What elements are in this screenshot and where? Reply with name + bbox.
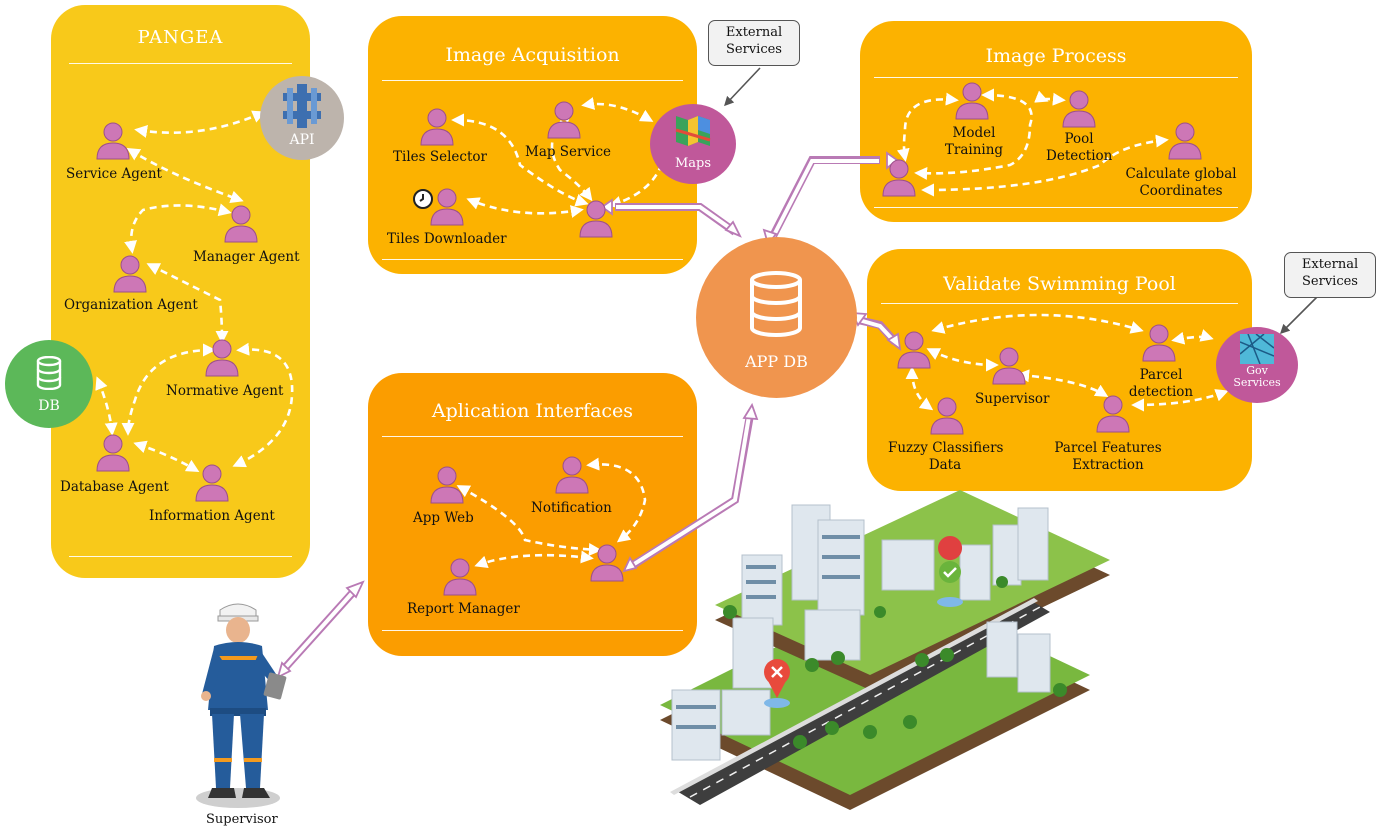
parcel-detection-line1: Parcel	[1139, 367, 1183, 383]
divider	[874, 77, 1238, 78]
agent-icon	[113, 255, 147, 293]
agent-icon	[443, 558, 477, 596]
supervisor-label: Supervisor	[206, 812, 278, 827]
database-icon	[36, 356, 62, 390]
agent-icon	[992, 347, 1026, 385]
agent-icon	[1168, 122, 1202, 160]
pangea-title: PANGEA	[137, 27, 224, 48]
divider	[874, 207, 1238, 208]
fuzzy-line2: Data	[928, 457, 962, 473]
divider	[382, 630, 683, 631]
callout-line2: Services	[1302, 274, 1358, 289]
agent-icon	[1096, 395, 1130, 433]
db-label: DB	[38, 398, 60, 414]
parcel-features-line1: Parcel Features	[1054, 440, 1162, 456]
supervisor-agent-label: Supervisor	[975, 391, 1050, 407]
maps-node: Maps	[650, 104, 736, 184]
divider	[382, 259, 683, 260]
image-process-title: Image Process	[985, 45, 1127, 67]
notification-label: Notification	[531, 500, 612, 516]
parcel-features-line2: Extraction	[1072, 457, 1144, 473]
callout-line1: External	[725, 25, 783, 40]
agent-icon	[547, 101, 581, 139]
clock-icon	[413, 189, 433, 209]
agent-icon	[224, 205, 258, 243]
agent-icon	[205, 339, 239, 377]
normative-agent-label: Normative Agent	[166, 383, 284, 399]
report-manager-label: Report Manager	[407, 601, 520, 617]
agent-icon	[555, 456, 589, 494]
supervisor-figure	[196, 603, 287, 808]
agent-icon	[96, 434, 130, 472]
agent-icon	[430, 188, 464, 226]
agent-icon	[590, 544, 624, 582]
tiles-downloader-label: Tiles Downloader	[387, 231, 507, 247]
map-service-label: Map Service	[525, 144, 611, 160]
parcel-features-label: Parcel Features Extraction	[1050, 440, 1166, 474]
maps-icon	[675, 116, 711, 146]
agent-icon	[897, 331, 931, 369]
app-db-label: APP DB	[745, 352, 808, 371]
agent-icon	[930, 397, 964, 435]
service-agent-label: Service Agent	[66, 166, 162, 182]
manager-agent-label: Manager Agent	[193, 249, 300, 265]
external-services-callout: External Services	[708, 20, 800, 66]
pool-detection-line1: Pool	[1064, 131, 1094, 147]
database-icon	[750, 271, 802, 337]
image-acquisition-title: Image Acquisition	[445, 44, 620, 66]
external-services-callout-2: External Services	[1284, 252, 1376, 298]
divider	[881, 303, 1238, 304]
api-node: API	[260, 76, 344, 160]
model-training-label: Model Training	[942, 125, 1006, 159]
pool-detection-line2: Detection	[1046, 148, 1113, 164]
calc-coords-line1: Calculate global	[1125, 166, 1237, 182]
divider	[69, 556, 292, 557]
fuzzy-label: Fuzzy Classifiers Data	[888, 440, 1004, 474]
gov-services-node: Gov Services	[1216, 327, 1298, 403]
app-web-label: App Web	[413, 510, 474, 526]
calc-coords-label: Calculate global Coordinates	[1124, 166, 1238, 200]
divider	[382, 436, 683, 437]
maps-label: Maps	[674, 156, 712, 171]
agent-icon	[96, 122, 130, 160]
agent-icon	[195, 464, 229, 502]
organization-agent-label: Organization Agent	[64, 297, 198, 313]
validate-title: Validate Swimming Pool	[943, 273, 1176, 295]
api-label: API	[289, 132, 315, 148]
agent-icon	[430, 466, 464, 504]
api-icon	[283, 84, 321, 128]
gov-label-line2: Services	[1233, 376, 1281, 389]
pool-detection-label: Pool Detection	[1046, 131, 1112, 165]
callout-line2: Services	[726, 42, 782, 57]
model-training-line2: Training	[944, 142, 1004, 158]
model-training-line1: Model	[952, 125, 996, 141]
app-interfaces-title: Aplication Interfaces	[431, 400, 634, 422]
agent-icon	[1142, 324, 1176, 362]
agent-icon	[882, 159, 916, 197]
agent-icon	[420, 108, 454, 146]
db-node: DB	[5, 340, 93, 428]
agent-icon	[1062, 90, 1096, 128]
database-agent-label: Database Agent	[60, 479, 169, 495]
gov-label-line1: Gov	[1246, 364, 1268, 377]
parcel-detection-label: Parcel detection	[1128, 367, 1194, 401]
callout-line1: External	[1301, 257, 1359, 272]
calc-coords-line2: Coordinates	[1139, 183, 1223, 199]
gov-map-icon	[1240, 334, 1274, 364]
parcel-detection-line2: detection	[1128, 384, 1194, 400]
agent-icon	[579, 200, 613, 238]
agent-icon	[955, 82, 989, 120]
app-db-node: APP DB	[696, 237, 857, 398]
fuzzy-line1: Fuzzy Classifiers	[888, 440, 1004, 456]
tiles-selector-label: Tiles Selector	[393, 149, 487, 165]
divider	[382, 80, 683, 81]
divider	[69, 63, 292, 64]
information-agent-label: Information Agent	[149, 508, 275, 524]
